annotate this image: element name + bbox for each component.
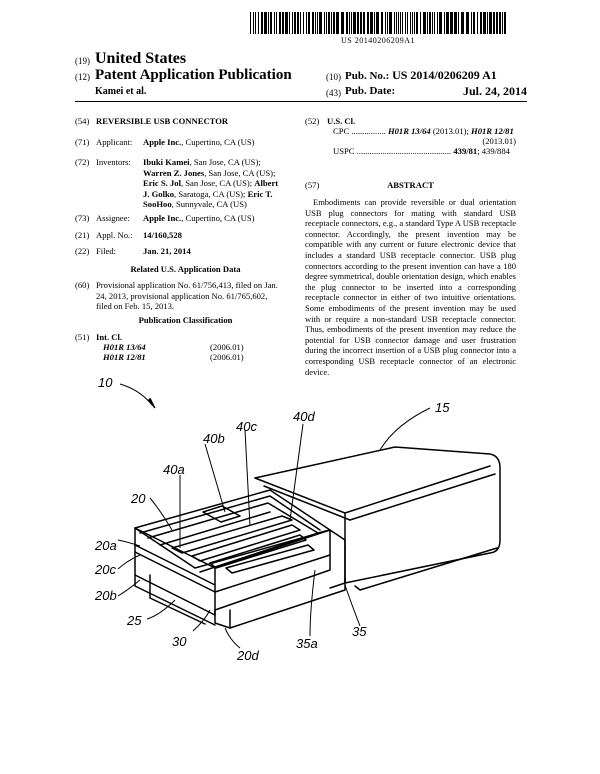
inid-51: (51) [75, 332, 90, 342]
applicant-label: Applicant: [96, 137, 133, 147]
label-20b: 20b [94, 588, 117, 603]
inid-21: (21) [75, 230, 90, 240]
label-10: 10 [98, 375, 113, 390]
us-cl-label: U.S. Cl. [327, 116, 356, 126]
inid-19: (19) [75, 56, 90, 66]
label-20: 20 [130, 491, 146, 506]
inventor-short: Kamei et al. [95, 86, 147, 97]
assignee-value: Apple Inc., Cupertino, CA (US) [143, 213, 255, 223]
label-35: 35 [352, 624, 367, 639]
inid-54: (54) [75, 116, 90, 126]
filed-value: Jan. 21, 2014 [143, 246, 191, 256]
label-20c: 20c [94, 562, 116, 577]
header-rule [75, 101, 527, 102]
document-type: Patent Application Publication [95, 67, 292, 83]
inid-52: (52) [305, 116, 320, 126]
filed-label: Filed: [96, 246, 117, 256]
contact-40d [225, 544, 315, 574]
contact-40c [209, 534, 307, 569]
label-40a: 40a [163, 462, 185, 477]
label-20a: 20a [94, 538, 117, 553]
label-25: 25 [126, 613, 142, 628]
barcode-number: US 20140206209A1 [340, 36, 415, 45]
label-40b: 40b [203, 431, 225, 446]
contact-40a [171, 515, 293, 554]
label-20d: 20d [236, 648, 259, 663]
uspc-line: USPC ...................................… [333, 146, 510, 156]
inid-10: (10) [326, 72, 341, 82]
inventors-list: Ibuki Kamei, San Jose, CA (US); Warren Z… [143, 157, 279, 210]
int-cl-year-2: (2006.01) [210, 352, 244, 362]
pub-date: Jul. 24, 2014 [462, 84, 527, 98]
classification-heading: Publication Classification [138, 315, 233, 325]
inid-12: (12) [75, 72, 90, 82]
provisional-applications: Provisional application No. 61/756,413, … [96, 280, 278, 312]
cpc-year: (2013.01) [482, 136, 516, 146]
int-cl-row-2: H01R 12/81 [103, 352, 146, 362]
inid-72: (72) [75, 157, 90, 167]
abstract-text: Embodiments can provide reversible or du… [305, 197, 516, 377]
label-40c: 40c [236, 419, 257, 434]
pub-no: US 2014/0206209 A1 [392, 68, 497, 82]
inid-22: (22) [75, 246, 90, 256]
int-cl-year-1: (2006.01) [210, 342, 244, 352]
int-cl-label: Int. Cl. [96, 332, 123, 342]
pub-no-label: Pub. No.: [345, 70, 390, 82]
inid-73: (73) [75, 213, 90, 223]
int-cl-row-1: H01R 13/64 [103, 342, 146, 352]
inid-43: (43) [326, 88, 341, 98]
related-data-heading: Related U.S. Application Data [130, 264, 241, 274]
inventors-label: Inventors: [96, 157, 131, 167]
title: REVERSIBLE USB CONNECTOR [96, 116, 229, 126]
inid-71: (71) [75, 137, 90, 147]
inid-60: (60) [75, 280, 90, 290]
cpc-line: CPC ................ H01R 13/64 (2013.01… [333, 126, 514, 136]
label-15: 15 [435, 400, 450, 415]
applicant-value: Apple Inc., Cupertino, CA (US) [143, 137, 255, 147]
appl-no-value: 14/160,528 [143, 230, 182, 240]
housing-body [254, 446, 501, 584]
assignee-label: Assignee: [96, 213, 130, 223]
inid-57: (57) [305, 180, 320, 190]
barcode [250, 12, 506, 34]
contact-40b [191, 524, 301, 562]
label-40d: 40d [293, 409, 315, 424]
label-30: 30 [172, 634, 187, 649]
label-35a: 35a [296, 636, 318, 651]
usb-connector-figure: 10 15 40d 40c 40b 40a 20 20a 20c 20b 25 … [94, 375, 501, 663]
pub-date-label: Pub. Date: [345, 85, 396, 97]
country: United States [95, 50, 187, 67]
abstract-heading: ABSTRACT [387, 180, 434, 190]
appl-no-label: Appl. No.: [96, 230, 133, 240]
